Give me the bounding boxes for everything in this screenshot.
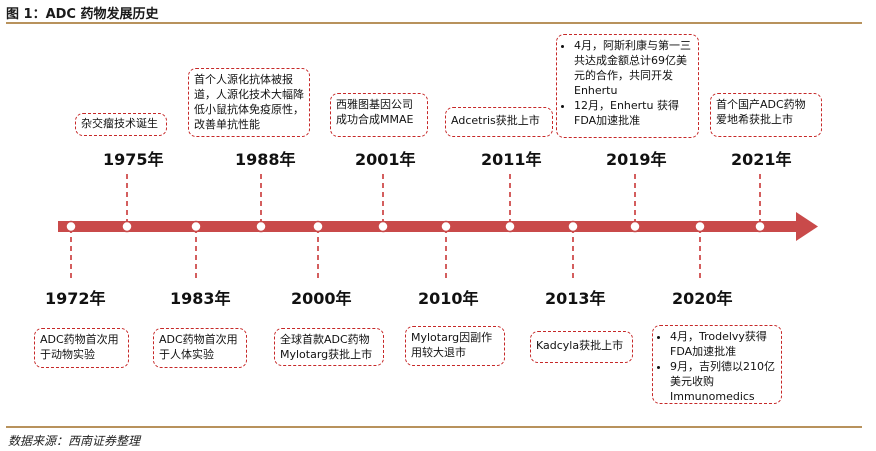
node-2000 (312, 220, 324, 233)
year-label-1975: 1975年 (103, 150, 164, 169)
event-list-2020: 4月，Trodelvy获得FDA加速批准 9月，吉列德以210亿美元收购Immu… (657, 329, 777, 404)
event-list-2019: 4月，阿斯利康与第一三共达成金额总计69亿美元的合作，共同开发 Enhertu … (561, 38, 694, 128)
event-text-1988: 首个人源化抗体被报道，人源化技术大幅降低小鼠抗体免疫原性，改善单抗性能 (194, 73, 304, 131)
year-label-2013: 2013年 (545, 289, 606, 308)
node-2011 (504, 220, 516, 233)
year-label-2001: 2001年 (355, 150, 416, 169)
node-2020 (694, 220, 706, 233)
year-label-2000: 2000年 (291, 289, 352, 308)
timeline-axis (58, 221, 798, 232)
event-item-2019-1: 4月，阿斯利康与第一三共达成金额总计69亿美元的合作，共同开发 Enhertu (574, 38, 694, 98)
year-label-1972: 1972年 (45, 289, 106, 308)
footer-rule (6, 426, 862, 428)
year-label-2021: 2021年 (731, 150, 792, 169)
year-label-1983: 1983年 (170, 289, 231, 308)
node-1988 (255, 220, 267, 233)
event-item-2020-1: 4月，Trodelvy获得FDA加速批准 (670, 329, 777, 359)
event-box-1983: ADC药物首次用于人体实验 (153, 328, 247, 368)
source-note: 数据来源：西南证券整理 (8, 434, 141, 448)
event-box-2010: Mylotarg因副作用较大退市 (405, 326, 505, 366)
event-text-2000: 全球首款ADC药物Mylotarg获批上市 (280, 333, 373, 361)
node-2021 (754, 220, 766, 233)
node-1972 (65, 220, 77, 233)
node-2013 (567, 220, 579, 233)
event-box-1988: 首个人源化抗体被报道，人源化技术大幅降低小鼠抗体免疫原性，改善单抗性能 (188, 68, 310, 137)
year-label-2011: 2011年 (481, 150, 542, 169)
event-box-2019: 4月，阿斯利康与第一三共达成金额总计69亿美元的合作，共同开发 Enhertu … (556, 34, 699, 138)
title-rule (6, 22, 862, 24)
figure-title: 图 1：ADC 药物发展历史 (6, 7, 159, 22)
event-box-2013: Kadcyla获批上市 (530, 331, 633, 363)
node-2001 (377, 220, 389, 233)
year-label-2020: 2020年 (672, 289, 733, 308)
event-box-2001: 西雅图基因公司成功合成MMAE (330, 93, 428, 137)
node-1983 (190, 220, 202, 233)
event-text-2001: 西雅图基因公司成功合成MMAE (336, 98, 414, 126)
event-text-2010: Mylotarg因副作用较大退市 (411, 331, 493, 359)
year-label-1988: 1988年 (235, 150, 296, 169)
node-2010 (440, 220, 452, 233)
event-item-2019-2: 12月，Enhertu 获得FDA加速批准 (574, 98, 694, 128)
event-box-1972: ADC药物首次用于动物实验 (34, 328, 129, 368)
node-2019 (629, 220, 641, 233)
event-box-1975: 杂交瘤技术诞生 (75, 113, 167, 136)
event-box-2020: 4月，Trodelvy获得FDA加速批准 9月，吉列德以210亿美元收购Immu… (652, 325, 782, 404)
event-text-2013: Kadcyla获批上市 (536, 339, 624, 352)
event-box-2021: 首个国产ADC药物爱地希获批上市 (710, 93, 822, 137)
year-label-2010: 2010年 (418, 289, 479, 308)
event-text-1975: 杂交瘤技术诞生 (81, 117, 158, 130)
event-text-2011: Adcetris获批上市 (451, 114, 540, 127)
event-item-2020-2: 9月，吉列德以210亿美元收购Immunomedics (670, 359, 777, 404)
node-1975 (121, 220, 133, 233)
event-text-1972: ADC药物首次用于动物实验 (40, 333, 119, 361)
event-text-1983: ADC药物首次用于人体实验 (159, 333, 238, 361)
event-box-2000: 全球首款ADC药物Mylotarg获批上市 (274, 328, 384, 366)
year-label-2019: 2019年 (606, 150, 667, 169)
event-box-2011: Adcetris获批上市 (445, 107, 553, 137)
timeline-arrowhead (796, 212, 818, 241)
event-text-2021: 首个国产ADC药物爱地希获批上市 (716, 98, 806, 126)
